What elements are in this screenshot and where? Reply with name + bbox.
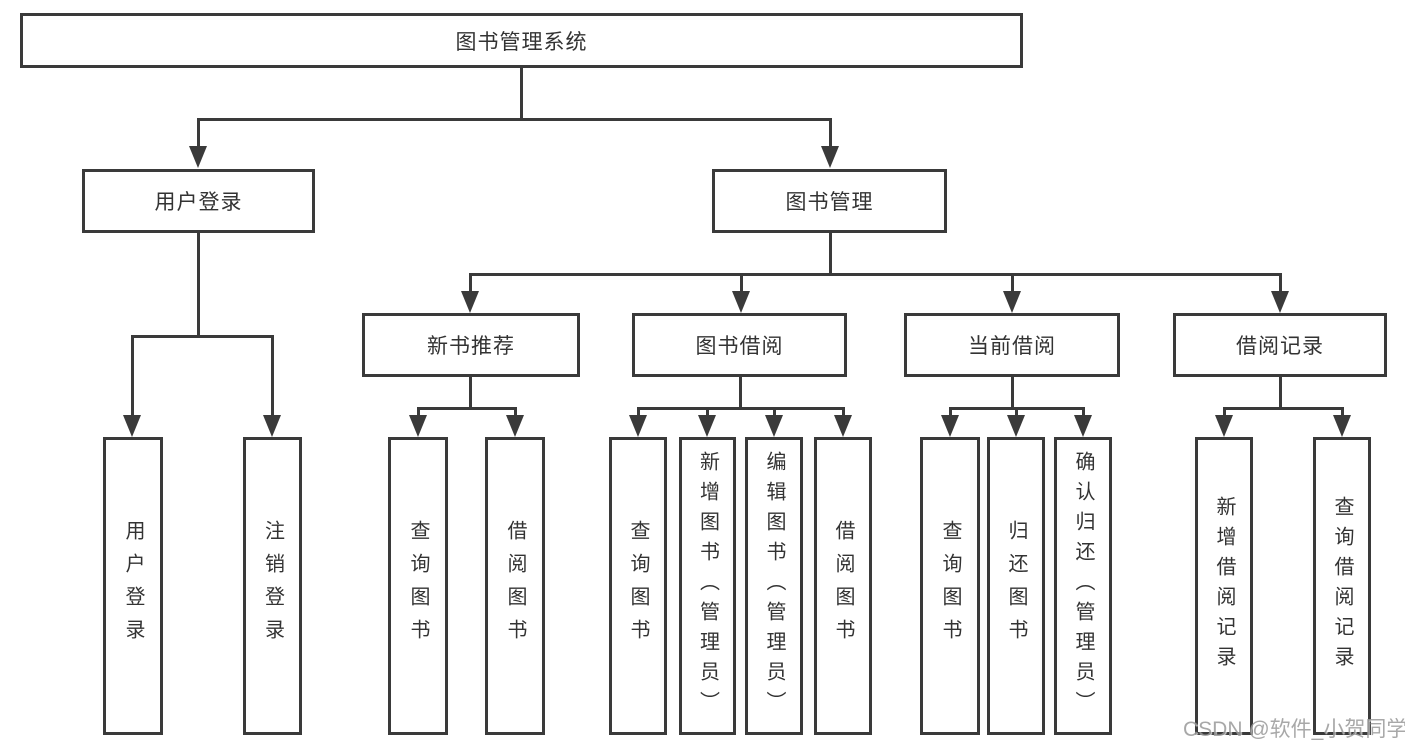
connector-line: [706, 407, 709, 419]
node-book-management: 图书管理: [712, 169, 947, 233]
connector-line: [1279, 377, 1282, 410]
connector-line: [949, 407, 952, 419]
leaf-return-books: 归还图书: [987, 437, 1045, 735]
arrow-down-icon: [698, 415, 716, 437]
node-user-login: 用户登录: [82, 169, 315, 233]
node-borrowing-records: 借阅记录: [1173, 313, 1387, 377]
node-label: 图书管理系统: [455, 30, 588, 54]
connector-line: [1015, 407, 1018, 419]
leaf-query-books-recommend: 查询图书: [388, 437, 448, 735]
node-label: 用户登录: [154, 191, 243, 214]
connector-line: [417, 407, 420, 419]
arrow-down-icon: [765, 415, 783, 437]
leaf-label: 查询图书: [939, 520, 961, 652]
arrow-down-icon: [1215, 415, 1233, 437]
leaf-label: 用户登录: [122, 520, 144, 652]
arrow-down-icon: [941, 415, 959, 437]
connector-line: [1011, 377, 1014, 410]
node-new-book-recommendation: 新书推荐: [362, 313, 580, 377]
arrow-down-icon: [506, 415, 524, 437]
arrow-down-icon: [1271, 291, 1289, 313]
arrow-down-icon: [409, 415, 427, 437]
arrow-down-icon: [732, 291, 750, 313]
leaf-label: 查询借阅记录: [1331, 496, 1353, 676]
leaf-query-borrow-record: 查询借阅记录: [1313, 437, 1371, 735]
connector-line: [1223, 407, 1343, 410]
leaf-label: 新增借阅记录: [1213, 496, 1235, 676]
leaf-label: 注销登录: [261, 520, 284, 652]
leaf-add-borrow-record: 新增借阅记录: [1195, 437, 1253, 735]
leaf-edit-book-admin: 编辑图书（管理员）: [745, 437, 803, 735]
connector-line: [271, 335, 274, 419]
leaf-borrow-books: 借阅图书: [814, 437, 872, 735]
leaf-label: 查询图书: [407, 520, 429, 652]
leaf-borrow-books-recommend: 借阅图书: [485, 437, 545, 735]
node-label: 借阅记录: [1236, 335, 1324, 358]
node-library-management-system: 图书管理系统: [20, 13, 1023, 68]
leaf-label: 借阅图书: [504, 520, 526, 652]
connector-line: [1082, 407, 1085, 419]
arrow-down-icon: [1003, 291, 1021, 313]
arrow-down-icon: [1074, 415, 1092, 437]
arrow-down-icon: [123, 415, 141, 437]
leaf-query-books-borrowing: 查询图书: [609, 437, 667, 735]
arrow-down-icon: [189, 146, 207, 168]
leaf-label: 确认归还（管理员）: [1072, 451, 1094, 721]
node-label: 图书管理: [785, 191, 874, 214]
connector-line: [637, 407, 640, 419]
connector-line: [131, 335, 134, 419]
arrow-down-icon: [821, 146, 839, 168]
connector-line: [739, 377, 742, 410]
connector-line: [740, 273, 743, 295]
arrow-down-icon: [629, 415, 647, 437]
arrow-down-icon: [263, 415, 281, 437]
connector-line: [1279, 273, 1282, 295]
leaf-label: 借阅图书: [832, 520, 854, 652]
node-book-borrowing: 图书借阅: [632, 313, 847, 377]
leaf-add-book-admin: 新增图书（管理员）: [679, 437, 736, 735]
leaf-label: 归还图书: [1005, 520, 1027, 652]
leaf-user-login: 用户登录: [103, 437, 163, 735]
connector-line: [1223, 407, 1226, 419]
csdn-watermark: CSDN @软件_小贺同学: [1183, 718, 1405, 741]
connector-line: [514, 407, 517, 419]
connector-line: [637, 407, 844, 410]
leaf-label: 新增图书（管理员）: [696, 451, 719, 721]
leaf-logout: 注销登录: [243, 437, 302, 735]
leaf-confirm-return-admin: 确认归还（管理员）: [1054, 437, 1112, 735]
arrow-down-icon: [1007, 415, 1025, 437]
connector-line: [197, 118, 200, 150]
node-current-borrowing: 当前借阅: [904, 313, 1120, 377]
node-label: 图书借阅: [695, 335, 784, 358]
leaf-query-books-current: 查询图书: [920, 437, 980, 735]
connector-line: [469, 273, 1281, 276]
connector-line: [773, 407, 776, 419]
connector-line: [1341, 407, 1344, 419]
leaf-label: 编辑图书（管理员）: [763, 451, 785, 721]
connector-line: [520, 68, 523, 120]
connector-line: [469, 273, 472, 295]
connector-line: [842, 407, 845, 419]
connector-line: [1011, 273, 1014, 295]
arrow-down-icon: [834, 415, 852, 437]
leaf-label: 查询图书: [627, 520, 649, 652]
node-label: 新书推荐: [427, 335, 515, 358]
connector-line: [829, 233, 832, 275]
connector-line: [197, 118, 831, 121]
arrow-down-icon: [461, 291, 479, 313]
connector-line: [829, 118, 832, 150]
connector-line: [131, 335, 273, 338]
connector-line: [469, 377, 472, 410]
connector-line: [197, 233, 200, 337]
connector-line: [417, 407, 517, 410]
arrow-down-icon: [1333, 415, 1351, 437]
node-label: 当前借阅: [968, 335, 1056, 358]
